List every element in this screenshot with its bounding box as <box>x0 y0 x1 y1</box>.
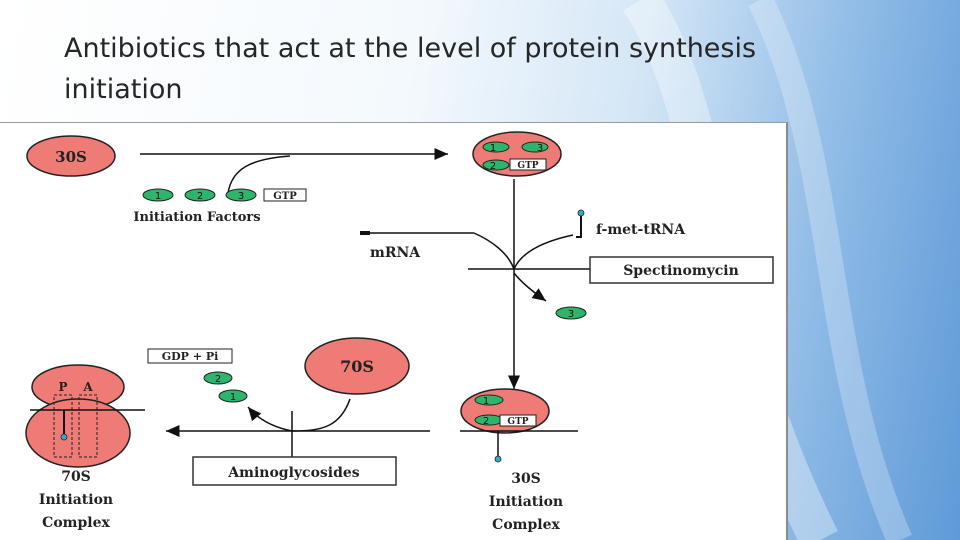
slide-title: Antibiotics that act at the level of pro… <box>64 33 757 105</box>
gdp-pi-label: GDP + Pi <box>162 350 219 363</box>
released-factor-1 <box>218 389 248 403</box>
complex-factor-1: 1 <box>490 143 496 154</box>
factor-2-label: 2 <box>197 191 203 202</box>
initiation-factors: 1 2 3 GTP Initiation Factors <box>133 188 307 225</box>
site-a-label: A <box>82 380 93 394</box>
initiation-complex-70s: P A <box>25 364 145 468</box>
complex-70s-label-1: 70S <box>61 469 91 485</box>
aminoglycosides-label: Aminoglycosides <box>227 465 360 481</box>
complex-30s-factor-2: 2 <box>483 416 489 427</box>
complex-30s-factor-1: 1 <box>483 396 489 407</box>
gtp-label: GTP <box>273 191 297 202</box>
complex-factor-2: 2 <box>490 161 496 172</box>
released-factor-2-label: 2 <box>215 374 221 385</box>
diagram-panel: 30S 1 2 3 GTP Initiation Factors 1 3 2 G… <box>0 122 788 540</box>
complex-70s-label-3: Complex <box>42 515 110 531</box>
fmet-trna: f-met-tRNA <box>576 209 686 238</box>
mrna-join-curve <box>473 232 515 270</box>
ribosome-70s-label: 70S <box>340 357 374 376</box>
released-factor-3 <box>555 306 587 320</box>
site-p-label: P <box>58 380 67 394</box>
factor-3-label: 3 <box>238 191 244 202</box>
mrna-label: mRNA <box>370 245 421 261</box>
complex-30s-label-1: 30S <box>511 471 541 487</box>
complex-factor-3: 3 <box>537 143 543 154</box>
gdp-pi-box <box>147 348 233 364</box>
ribosome-join-curve <box>291 398 351 432</box>
aminoglycosides-box <box>192 456 397 486</box>
trna-join-curve <box>513 234 574 270</box>
factor-1-label: 1 <box>155 191 161 202</box>
factor-release-arrow <box>513 272 547 302</box>
released-factor-2 <box>203 371 233 385</box>
released-factor-3-label: 3 <box>568 309 574 320</box>
initiation-complex-30s: 1 2 GTP <box>460 388 578 463</box>
spectinomycin-box <box>589 256 774 284</box>
factor-join-curve <box>227 155 291 194</box>
mrna-end <box>360 231 370 235</box>
complex-30s-label-2: Initiation <box>489 494 563 510</box>
complex-30s-gtp-label: GTP <box>507 417 528 427</box>
subunit-30s-label: 30S <box>55 148 87 166</box>
complex-gtp-label: GTP <box>517 161 538 171</box>
initiation-factors-label: Initiation Factors <box>133 210 260 225</box>
complex-30s-label-3: Complex <box>492 517 560 533</box>
released-factor-1-label: 1 <box>230 392 236 403</box>
subunit-30s: 30S <box>26 135 116 177</box>
fmet-trna-label: f-met-tRNA <box>596 222 686 238</box>
ribosome-70s: 70S <box>304 337 410 395</box>
complex-70s-label-2: Initiation <box>39 492 113 508</box>
spectinomycin-label: Spectinomycin <box>623 263 739 279</box>
subunit-factor-complex: 1 3 2 GTP <box>472 131 562 177</box>
factor-release-arrow-2 <box>247 406 293 432</box>
